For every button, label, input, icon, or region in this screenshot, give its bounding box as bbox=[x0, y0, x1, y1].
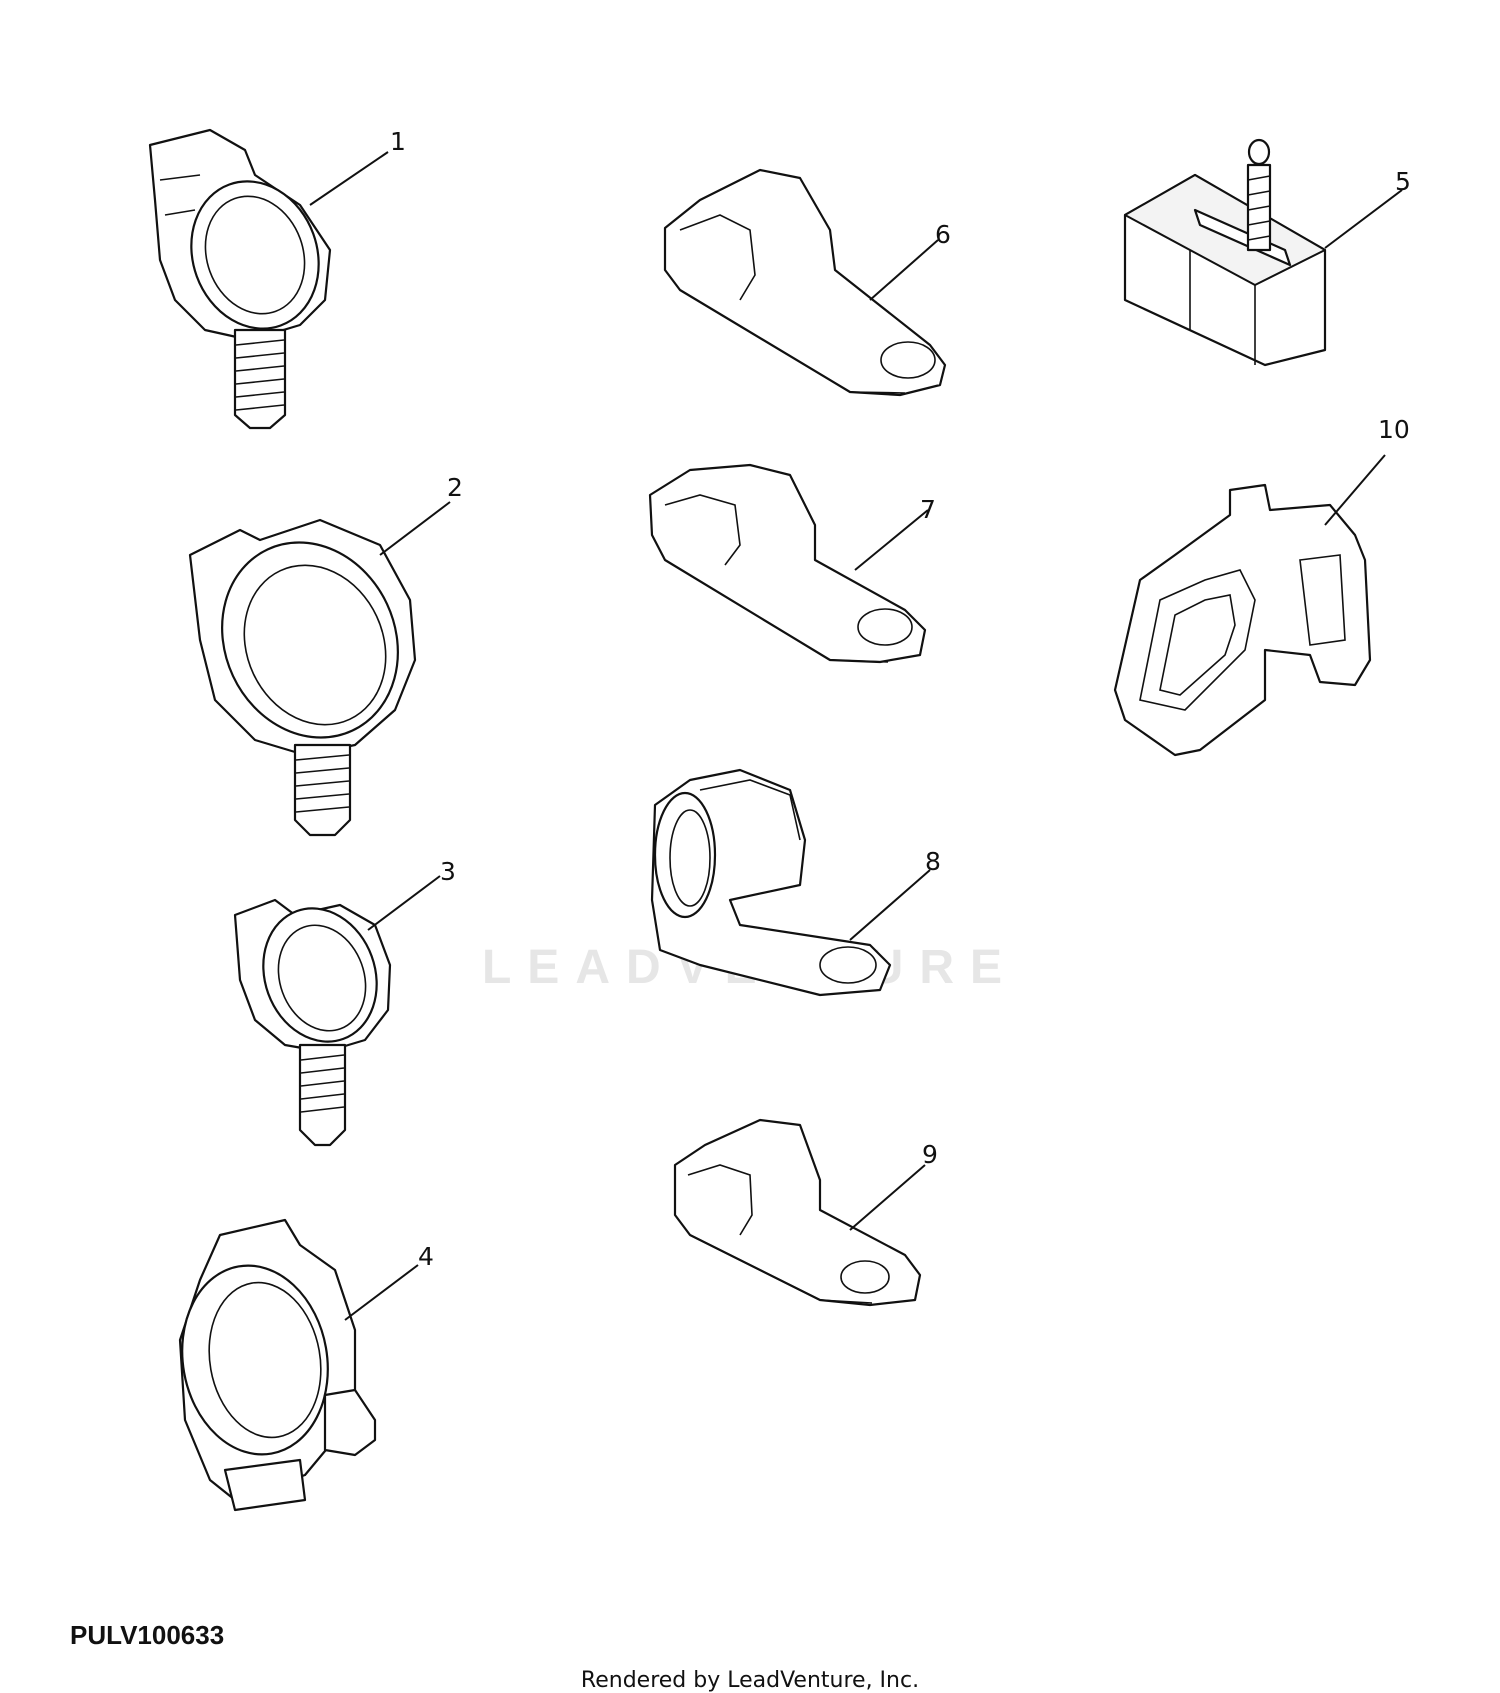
part-10-spring-wire-clip[interactable]: 10 bbox=[1113, 415, 1410, 757]
callout-2: 2 bbox=[447, 473, 463, 502]
part-1-ring-clamp-with-stud[interactable]: 1 bbox=[148, 127, 406, 430]
callout-7: 7 bbox=[920, 495, 936, 524]
part-4-hose-clamp-with-pin[interactable]: 4 bbox=[168, 1218, 434, 1512]
callout-9: 9 bbox=[922, 1140, 938, 1169]
callout-10: 10 bbox=[1378, 415, 1410, 444]
drawing-id: PULV100633 bbox=[70, 1620, 225, 1650]
part-9-p-clip[interactable]: 9 bbox=[673, 1118, 938, 1307]
callout-4: 4 bbox=[418, 1242, 434, 1271]
part-6-p-clip[interactable]: 6 bbox=[663, 168, 951, 397]
part-2-large-ring-clamp-with-stud[interactable]: 2 bbox=[188, 473, 463, 837]
part-3-small-ring-clamp-with-stud[interactable]: 3 bbox=[233, 857, 456, 1147]
callout-6: 6 bbox=[935, 220, 951, 249]
part-7-p-clip[interactable]: 7 bbox=[648, 463, 936, 664]
callout-3: 3 bbox=[440, 857, 456, 886]
part-5-block-with-spring-stud[interactable]: 5 bbox=[1123, 138, 1411, 367]
callout-1: 1 bbox=[390, 127, 406, 156]
callout-5: 5 bbox=[1395, 167, 1411, 196]
callout-8: 8 bbox=[925, 847, 941, 876]
part-8-strap-clip-with-tab[interactable]: 8 bbox=[650, 768, 941, 997]
footer-credit: Rendered by LeadVenture, Inc. bbox=[580, 1668, 920, 1693]
